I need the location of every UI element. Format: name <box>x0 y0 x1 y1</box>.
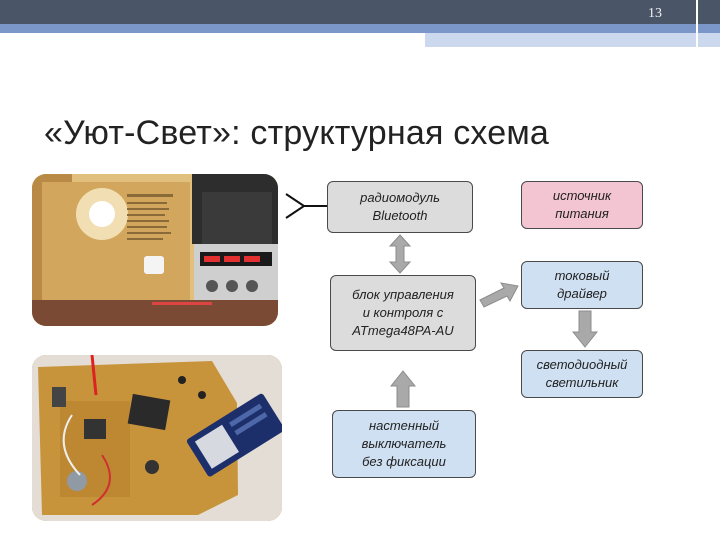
wall-switch-block: настенный выключатель без фиксации <box>332 410 476 478</box>
header-divider <box>696 0 698 47</box>
arrow-down-icon <box>572 310 598 348</box>
bidirectional-arrow-icon <box>388 234 412 274</box>
current-driver-block: токовый драйвер <box>521 261 643 309</box>
page-number: 13 <box>648 6 662 21</box>
header-accent-bar <box>0 24 720 33</box>
radio-module-block: радиомодуль Bluetooth <box>327 181 473 233</box>
wireless-link-icon <box>285 193 330 219</box>
slide-title: «Уют-Свет»: структурная схема <box>44 114 550 152</box>
led-lamp-block: светодиодный светильник <box>521 350 643 398</box>
lamp-demo-photo <box>32 174 278 326</box>
circuit-board-photo <box>32 355 282 521</box>
control-unit-block: блок управления и контроля с ATmega48PA-… <box>330 275 476 351</box>
power-source-block: источник питания <box>521 181 643 229</box>
header-light-bar <box>425 33 720 47</box>
header-bar <box>0 0 720 24</box>
arrow-up-icon <box>390 370 416 408</box>
arrow-right-icon <box>479 282 519 308</box>
